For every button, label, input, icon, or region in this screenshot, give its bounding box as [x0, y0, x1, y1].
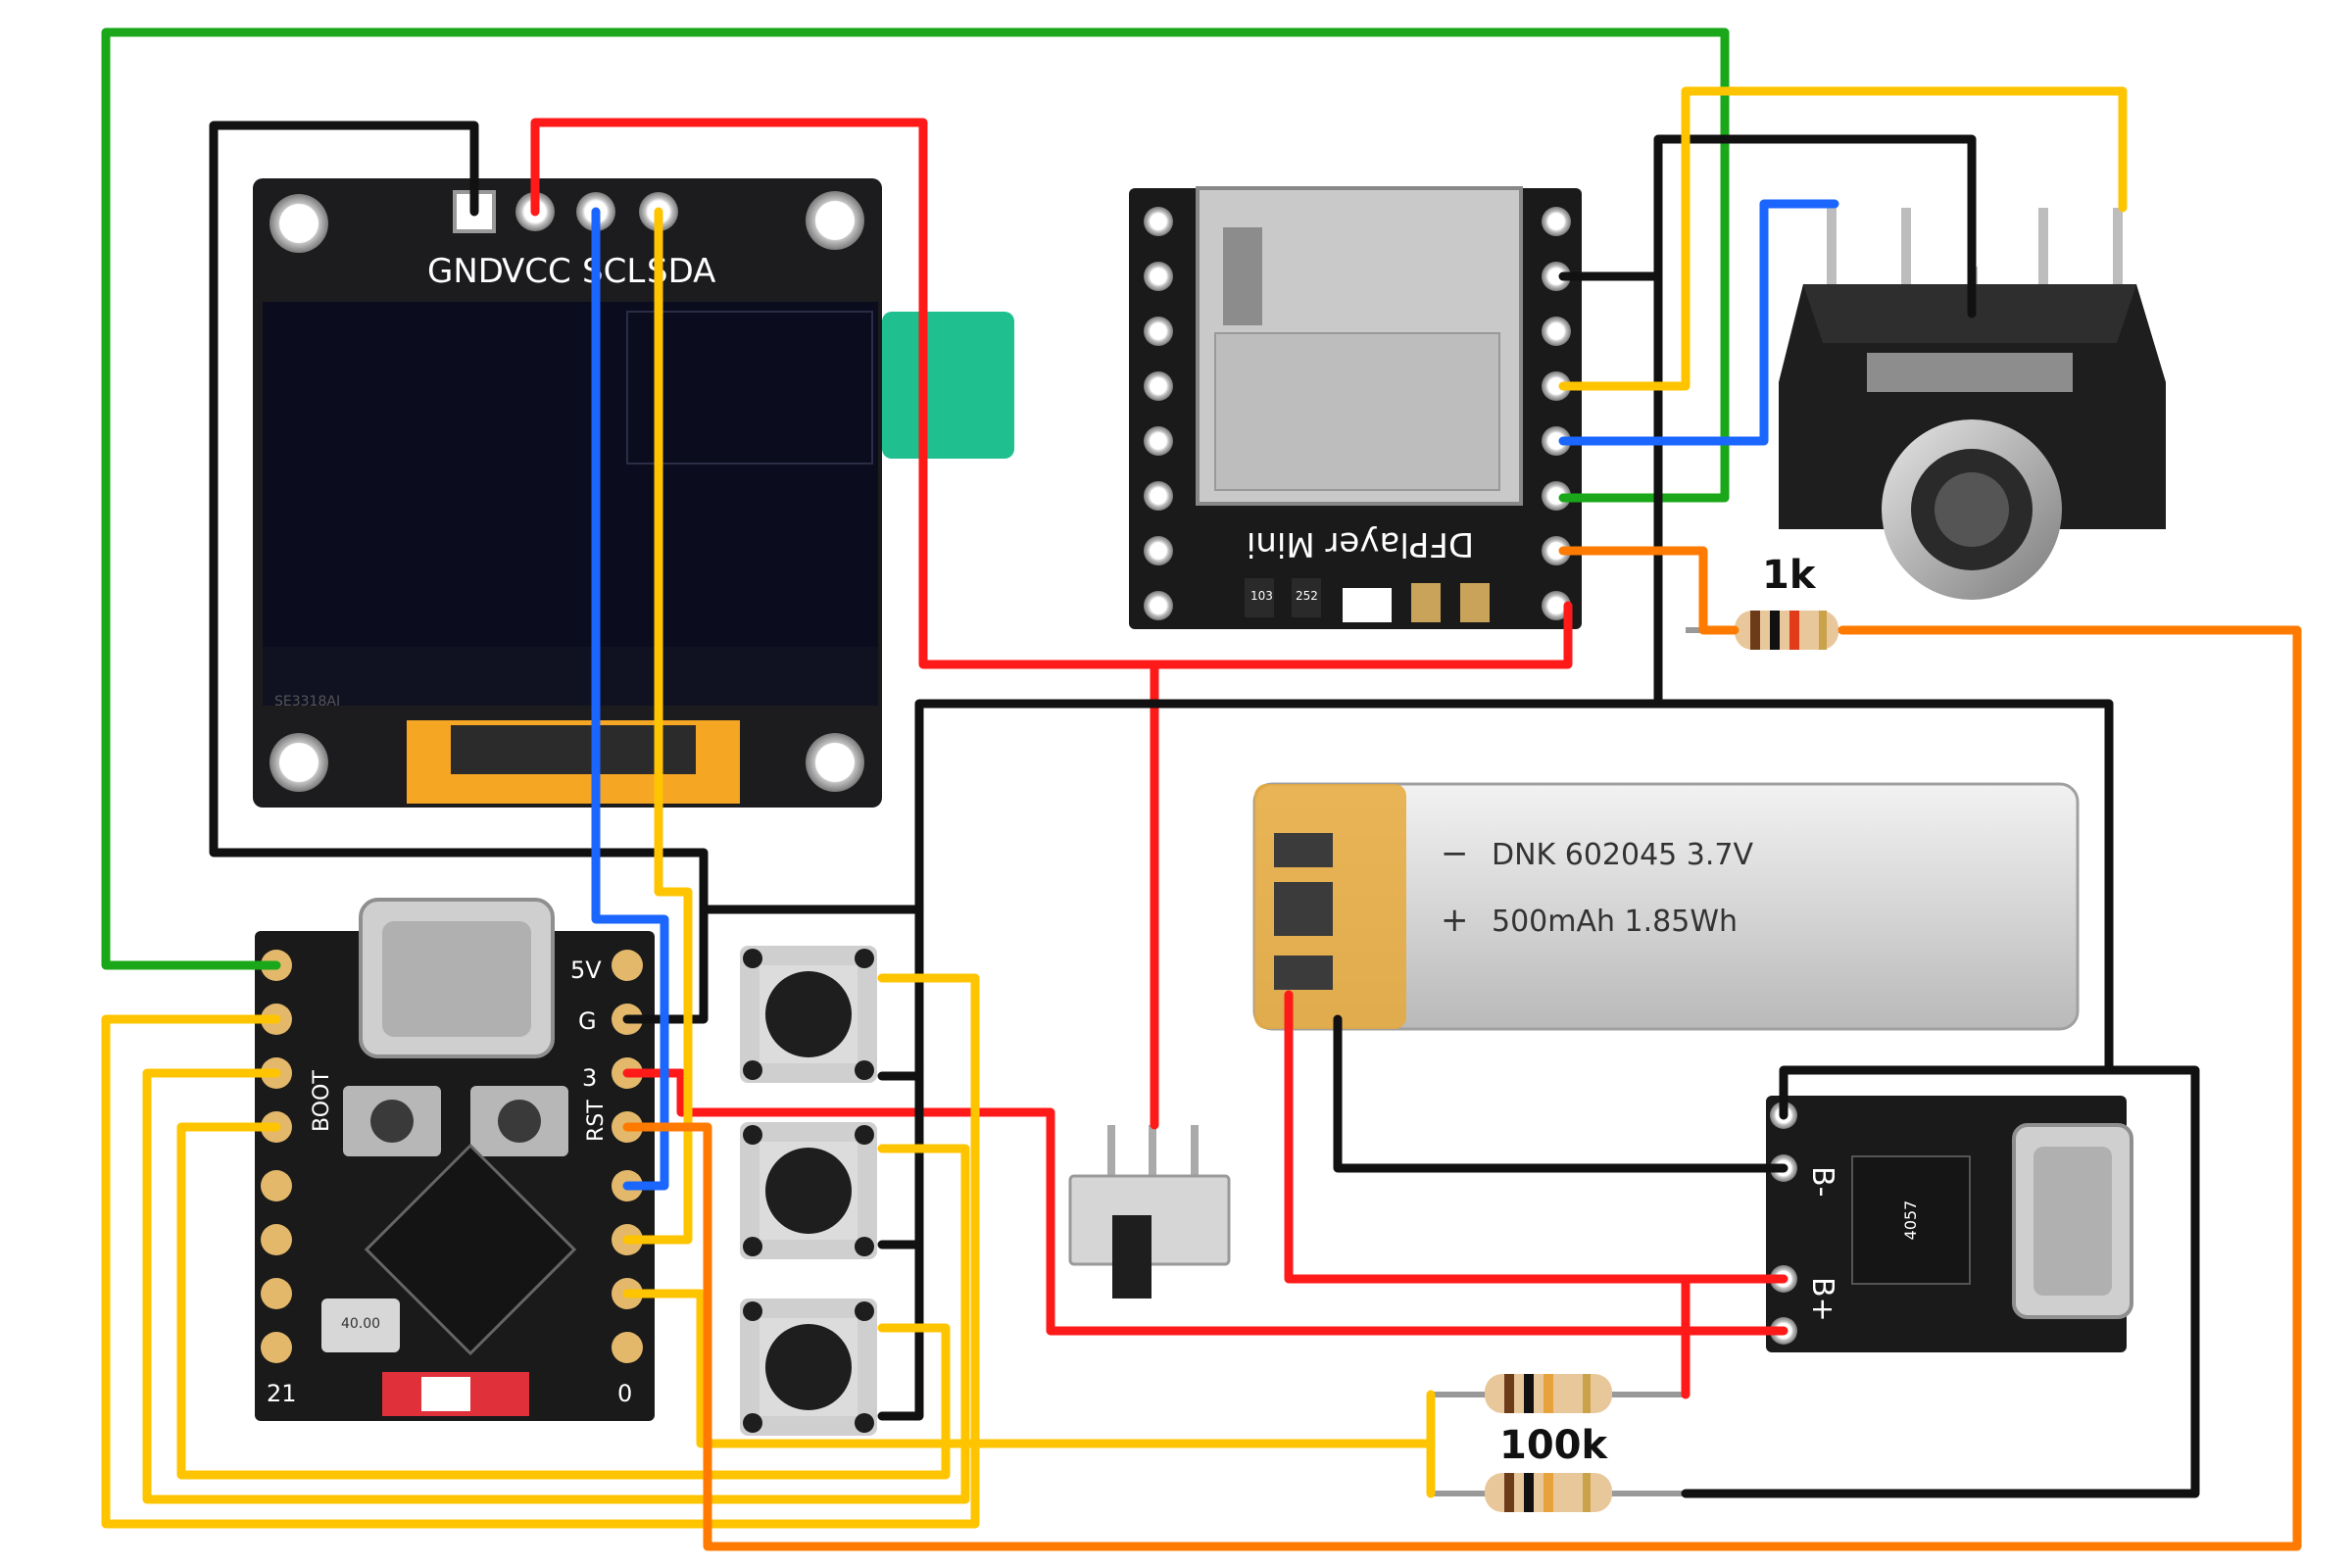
slide-switch-knob — [1112, 1215, 1152, 1298]
wire-yellow-button2 — [142, 1068, 970, 1504]
wire-yellow-adc — [622, 1289, 1436, 1498]
oled-protective-tab — [882, 312, 1014, 459]
charger-label-bminus: B- — [1805, 1166, 1839, 1197]
battery-minus-symbol: − — [1441, 834, 1469, 873]
slide-switch — [1068, 1125, 1231, 1298]
wire-yellow-dfplayer-spk — [1558, 86, 2128, 391]
esp32-crystal — [321, 1298, 400, 1352]
esp32-label-rst: RST — [584, 1100, 609, 1142]
wire-red-oled-vcc — [530, 118, 1159, 1130]
wire-black-oled-gnd — [209, 121, 709, 1024]
charger-label-bplus: B+ — [1805, 1277, 1839, 1322]
resistor-1k — [1686, 611, 1842, 650]
dfplayer-label: DFPlayer Mini — [1247, 524, 1474, 564]
oled-label-vcc: VCC — [502, 252, 571, 291]
tactile-button-3 — [740, 1298, 877, 1436]
esp32-label-3: 3 — [582, 1064, 597, 1092]
battery-line1: DNK 602045 3.7V — [1492, 838, 1754, 872]
wire-black-charger-gnd — [1681, 1065, 2200, 1498]
tactile-button-1 — [740, 946, 877, 1083]
resistor-100k-label: 100k — [1499, 1423, 1608, 1468]
dfplayer-module: 103 252 DFPlayer Mini — [1129, 186, 1582, 629]
audio-jack — [1779, 208, 2166, 600]
dfplayer-chip-252: 252 — [1296, 589, 1318, 603]
wire-green-uart — [101, 27, 1730, 970]
battery-plus-symbol: + — [1441, 901, 1469, 940]
wires — [101, 27, 2302, 1551]
esp32-label-5v: 5V — [570, 956, 602, 984]
esp32-label-21: 21 — [267, 1380, 297, 1407]
esp32-crystal-text: 40.00 — [341, 1316, 380, 1332]
wire-black-battery-minus — [1333, 1014, 1788, 1173]
charger-ic — [1851, 1155, 1971, 1285]
battery-line2: 500mAh 1.85Wh — [1492, 905, 1738, 939]
esp32-left-pins — [261, 950, 292, 1363]
dfplayer-chip-103: 103 — [1250, 589, 1273, 603]
wire-red-battery-plus — [1284, 990, 1788, 1284]
lipo-battery: − DNK 602045 3.7V + 500mAh 1.85Wh — [1252, 782, 2080, 1031]
esp32-label-0: 0 — [617, 1380, 632, 1407]
resistor-100k-bottom — [1431, 1473, 1686, 1512]
wire-red-esp-3v3 — [622, 1068, 1788, 1336]
wire-yellow-button3 — [176, 1122, 951, 1480]
esp32-label-g: G — [578, 1007, 597, 1035]
wire-yellow-button1 — [101, 973, 980, 1529]
wire-yellow-sda — [622, 207, 693, 1245]
dfplayer-left-pins — [1144, 207, 1173, 620]
charger-module: 4057 B- B+ — [1766, 1096, 2133, 1352]
esp32-chip — [364, 1143, 577, 1356]
wire-red-dfplayer-vcc — [1150, 601, 1573, 669]
wire-black-dfplayer-gnd — [1558, 134, 1977, 318]
resistor-100k-top — [1431, 1374, 1686, 1413]
esp32-label-boot: BOOT — [310, 1070, 334, 1132]
wire-black-buttons-gnd — [877, 905, 924, 1421]
wire-blue-scl — [591, 207, 669, 1191]
oled-chip-text: SE3318AI — [274, 694, 340, 710]
dfplayer-right-pins — [1542, 207, 1571, 620]
dfplayer-notch — [1343, 588, 1392, 622]
tactile-button-2 — [740, 1122, 877, 1259]
charger-ic-text: 4057 — [1901, 1200, 1920, 1241]
wire-orange-1k — [622, 625, 2302, 1551]
resistor-1k-label: 1k — [1762, 553, 1817, 598]
wire-blue-dfplayer-rx — [1558, 199, 1839, 446]
oled-module: GND VCC SCL SDA SE3318AI — [253, 178, 1014, 808]
esp32c3-board: 40.00 BOOT 21 5V G 3 — [255, 898, 655, 1421]
oled-screen — [263, 302, 878, 694]
oled-label-gnd: GND — [427, 252, 504, 291]
wire-orange-dfplayer-busy — [1558, 546, 1740, 635]
wire-black-gnd-bus — [699, 699, 2114, 1075]
